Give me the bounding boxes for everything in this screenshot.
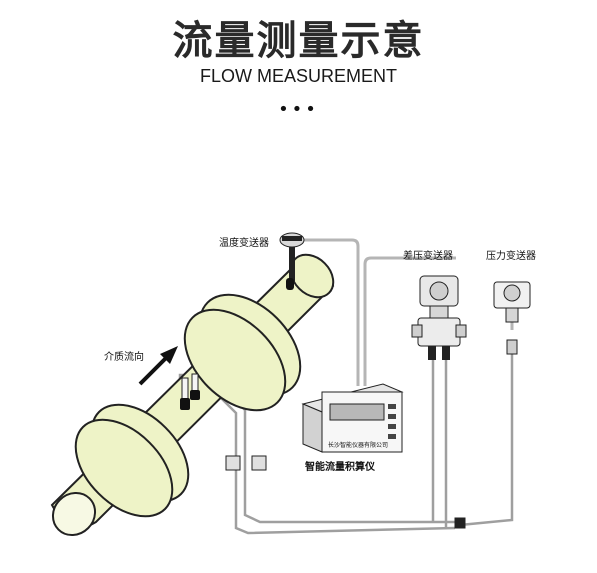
decorative-dots: ••• (278, 99, 319, 120)
flow-totalizer-device (301, 383, 404, 453)
impulse-tubes (178, 350, 514, 535)
temperature-transmitter-icon (279, 232, 305, 248)
label-pressure-transmitter: 压力变送器 (486, 251, 536, 262)
valves (225, 455, 466, 529)
diff-pressure-transmitter-icon (411, 275, 467, 360)
label-diff-pressure-transmitter: 差压变送器 (403, 251, 453, 262)
pipe (50, 245, 335, 537)
pressure-transmitter-icon (493, 281, 531, 355)
totalizer-nameplate: 长沙智能仪器有限公司 (328, 442, 389, 449)
label-totalizer: 智能流量积算仪 (305, 462, 375, 473)
flow-direction-arrow-icon (138, 346, 178, 386)
page-title: 流量测量示意 (172, 18, 425, 64)
page-subtitle: FLOW MEASUREMENT (199, 66, 397, 86)
label-flow-direction: 介质流向 (104, 352, 144, 363)
label-temperature-transmitter: 温度变送器 (219, 238, 269, 249)
